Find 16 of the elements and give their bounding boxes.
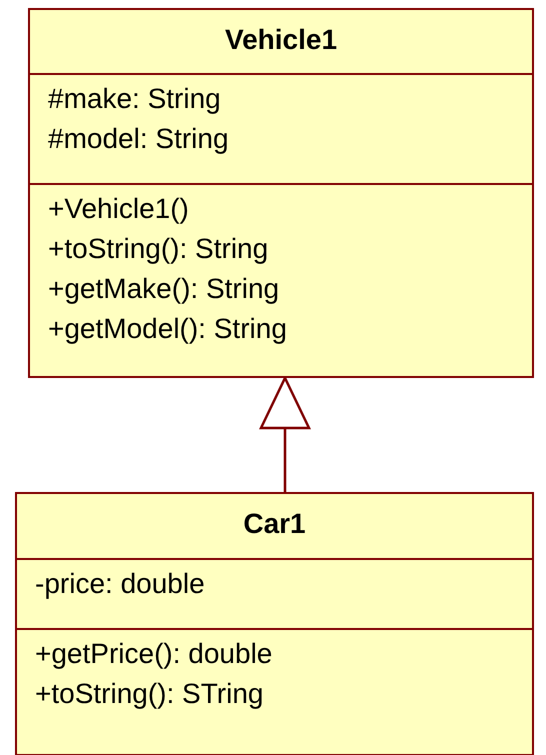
class-member: #make: String	[48, 82, 222, 116]
class-member: +toString(): String	[48, 232, 270, 266]
class-member: +getMake(): String	[48, 272, 280, 306]
class-name: Vehicle1	[224, 23, 338, 57]
class-box	[28, 8, 534, 376]
class-member: +getPrice(): double	[35, 637, 274, 671]
class-compartment	[28, 183, 534, 378]
class-member: #model: String	[48, 122, 230, 156]
class-member: -price: double	[35, 567, 206, 601]
class-box	[15, 492, 534, 754]
class-name: Car1	[242, 507, 307, 541]
class-member: +Vehicle1()	[48, 192, 190, 226]
class-member: +getModel(): String	[48, 312, 288, 346]
class-compartment	[15, 628, 534, 755]
class-member: +toString(): STring	[35, 677, 264, 711]
inheritance-arrow	[260, 376, 310, 492]
